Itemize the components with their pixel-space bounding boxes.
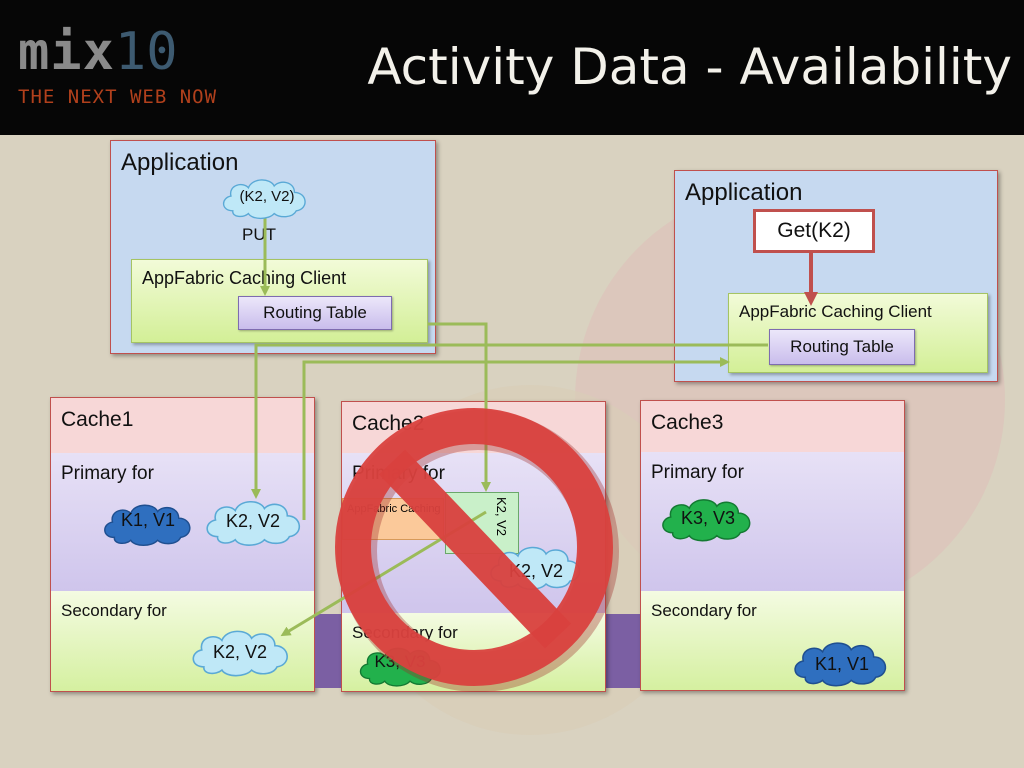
forbidden-sign-icon — [335, 408, 619, 692]
cloud-put-k2v2: (K2, V2) — [222, 179, 306, 220]
cache3-primary-label: Primary for — [651, 462, 744, 483]
slide-header: mix10 THE NEXT WEB NOW Activity Data - A… — [0, 0, 1024, 135]
cloud-cache1-primary-1: K1, V1 — [103, 504, 191, 547]
route-from-cache1-arrow — [302, 357, 730, 520]
cache1-primary-label: Primary for — [61, 463, 154, 484]
route-to-cache2-arrow — [428, 322, 491, 492]
get-k2-request: Get(K2) — [753, 209, 875, 253]
put-label: PUT — [242, 225, 276, 244]
cloud-cache1-secondary-1-label: K2, V2 — [213, 642, 267, 662]
cloud-cache1-primary-2-label: K2, V2 — [226, 511, 280, 531]
logo-text: mix — [18, 22, 115, 82]
cloud-cache3-primary-1: K3, V3 — [662, 499, 751, 542]
cloud-cache3-secondary-1-label: K1, V1 — [815, 654, 869, 674]
routing-table-right: Routing Table — [769, 329, 915, 365]
caching-client-left: AppFabric Caching Client Routing Table — [131, 259, 428, 343]
caching-client-right-title: AppFabric Caching Client — [739, 302, 932, 321]
caching-client-left-title: AppFabric Caching Client — [142, 268, 347, 288]
mix10-logo: mix10 — [18, 22, 178, 82]
logo-tagline: THE NEXT WEB NOW — [18, 86, 218, 108]
cloud-cache1-primary-1-label: K1, V1 — [121, 510, 175, 530]
application-left-title: Application — [121, 149, 239, 176]
application-right: Application Get(K2) AppFabric Caching Cl… — [674, 170, 998, 382]
routing-table-left: Routing Table — [238, 296, 392, 330]
application-left: Application PUT AppFabric Caching Client… — [110, 140, 436, 354]
cache1-secondary-label: Secondary for — [61, 601, 167, 620]
caching-client-right: AppFabric Caching Client Routing Table — [728, 293, 988, 373]
cache3-header: Cache3 — [641, 401, 904, 452]
slide-title: Activity Data - Availability — [367, 38, 1012, 96]
cloud-cache3-secondary-1: K1, V1 — [794, 642, 887, 687]
cloud-cache3-primary-1-label: K3, V3 — [681, 508, 735, 528]
route-to-cache1-arrow — [251, 343, 768, 499]
cache2-rotated-fragment-label: K2, V2 — [494, 497, 509, 537]
cache3-secondary-label: Secondary for — [651, 601, 757, 620]
logo-number: 10 — [114, 22, 178, 82]
cache1-header: Cache1 — [51, 398, 314, 453]
cache1-title: Cache1 — [61, 408, 134, 431]
cache3-title: Cache3 — [651, 411, 724, 434]
application-right-title: Application — [685, 179, 803, 206]
cloud-cache1-secondary-1: K2, V2 — [192, 630, 288, 677]
cloud-put-k2v2-label: (K2, V2) — [239, 188, 294, 205]
cloud-cache1-primary-2: K2, V2 — [206, 500, 301, 546]
